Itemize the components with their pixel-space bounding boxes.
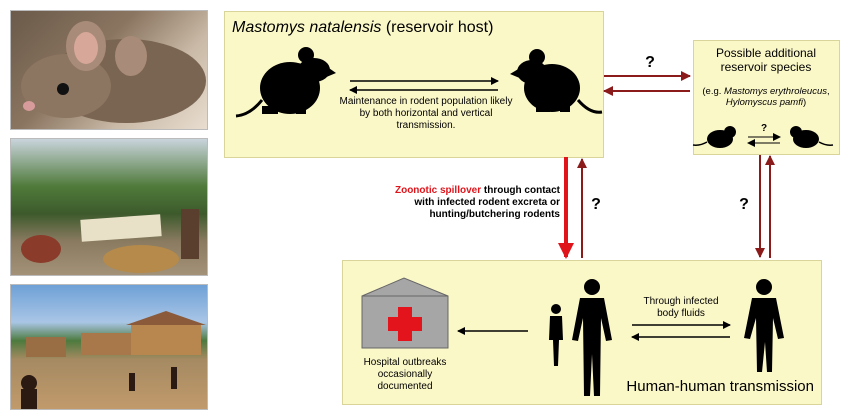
small-question-mark: ? xyxy=(760,123,768,134)
question-middle: ? xyxy=(591,196,601,213)
additional-examples: (e.g. Mastomys erythroleucus, Hylomyscus… xyxy=(702,86,830,109)
reservoir-title: Mastomys natalensis (reservoir host) xyxy=(232,18,493,37)
village-activity-photo xyxy=(10,138,208,276)
question-right: ? xyxy=(739,196,749,213)
maintenance-text: Maintenance in rodent population likely … xyxy=(339,96,513,131)
body-fluids-text: Through infected body fluids xyxy=(643,296,719,319)
spillover-rest: through contact with infected rodent exc… xyxy=(414,185,560,220)
village-photo xyxy=(10,284,208,410)
reservoir-title-rest: (reservoir host) xyxy=(381,19,494,36)
human-single-icon xyxy=(744,279,784,372)
rodent-right-icon xyxy=(510,49,603,114)
spillover-text: Zoonotic spillover through contact with … xyxy=(388,185,560,221)
village-art xyxy=(21,311,206,409)
spillover-highlight: Zoonotic spillover xyxy=(394,185,482,196)
rodent-photo xyxy=(10,10,208,130)
hospital-icon xyxy=(361,277,449,349)
example-species-2: Hylomyscus pamfi xyxy=(725,97,803,109)
reservoir-species: Mastomys natalensis xyxy=(232,19,382,36)
hospital-text: Hospital outbreaks occasionally document… xyxy=(363,357,447,392)
human-pair-icon xyxy=(549,279,612,396)
small-rodent-right-icon xyxy=(790,126,834,148)
human-transmission-title: Human-human transmission xyxy=(626,378,814,395)
additional-title: Possible additional reservoir species xyxy=(715,46,817,75)
example-species-1: Mastomys erythroleucus xyxy=(724,86,827,97)
village-activity-art xyxy=(21,209,199,273)
rodent-photo-art xyxy=(21,21,206,123)
small-rodent-left-icon xyxy=(692,126,736,148)
question-top: ? xyxy=(645,54,655,71)
rodent-left-icon xyxy=(235,47,336,118)
